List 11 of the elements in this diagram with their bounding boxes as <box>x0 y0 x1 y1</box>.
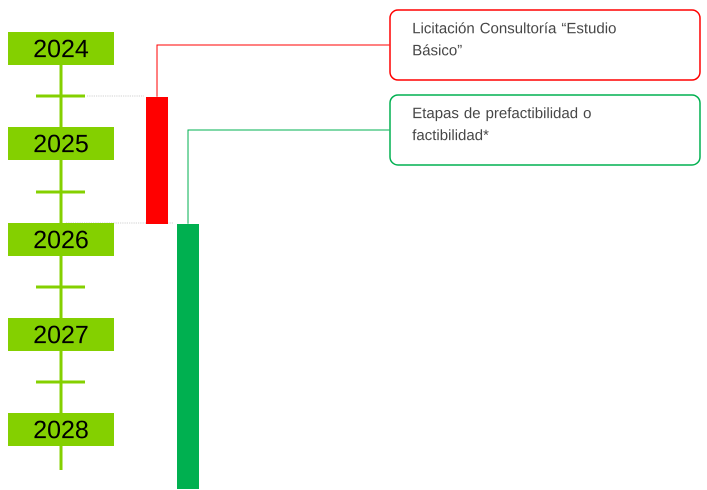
connector-line <box>156 44 390 98</box>
gantt-bar <box>177 224 199 489</box>
year-box: 2024 <box>8 32 114 65</box>
connector-line <box>188 130 390 224</box>
year-box: 2027 <box>8 318 114 351</box>
year-box: 2025 <box>8 127 114 160</box>
callout-box: Etapas de prefactibilidad o factibilidad* <box>389 94 701 166</box>
year-box: 2026 <box>8 223 114 256</box>
year-box: 2028 <box>8 413 114 446</box>
gantt-bar <box>146 97 168 224</box>
callout-box: Licitación Consultoría “Estudio Básico” <box>389 9 701 81</box>
